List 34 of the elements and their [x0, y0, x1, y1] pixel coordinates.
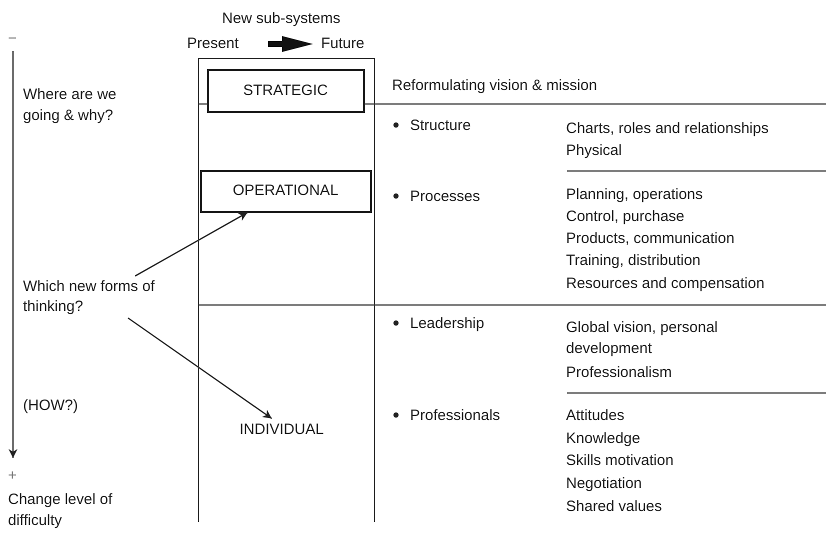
level-box: STRATEGIC	[206, 68, 364, 112]
level-box: OPERATIONAL	[200, 170, 372, 212]
level-label: INDIVIDUAL	[240, 420, 324, 440]
column-frame	[198, 58, 375, 522]
arrow	[128, 317, 272, 420]
axis-label: Future	[321, 34, 364, 54]
item-text: Resources and compensation	[566, 274, 764, 294]
row-heading: Reformulating vision & mission	[392, 76, 598, 96]
item-text: Global vision, personal development	[566, 318, 719, 359]
category-label: Processes	[410, 186, 480, 206]
item-text: Attitudes	[566, 406, 624, 426]
axis-label: Present	[187, 34, 239, 54]
item-text: Planning, operations	[566, 184, 703, 204]
item-text: Skills motivation	[566, 450, 674, 470]
item-text: Physical	[566, 140, 622, 160]
category-label: Leadership	[410, 314, 484, 334]
axis-title: Change level of difficulty	[8, 490, 114, 531]
item-text: Charts, roles and relationships	[566, 118, 769, 138]
question-text: Which new forms of thinking?	[23, 277, 156, 317]
header-text: New sub-systems	[222, 8, 340, 28]
question-text: (HOW?)	[23, 396, 78, 416]
item-text: Negotiation	[566, 474, 642, 494]
item-text: Training, distribution	[566, 250, 701, 270]
category-label: Professionals	[410, 406, 500, 426]
plus-sign: +	[8, 466, 17, 486]
item-text: Shared values	[566, 496, 662, 516]
minus-sign: −	[8, 28, 17, 48]
item-text: Products, communication	[566, 228, 734, 248]
arrow	[134, 212, 248, 277]
category-label: Structure	[410, 116, 471, 136]
item-text: Knowledge	[566, 428, 640, 448]
item-text: Professionalism	[566, 362, 672, 382]
item-text: Control, purchase	[566, 206, 684, 226]
question-text: Where are we going & why?	[23, 85, 118, 126]
